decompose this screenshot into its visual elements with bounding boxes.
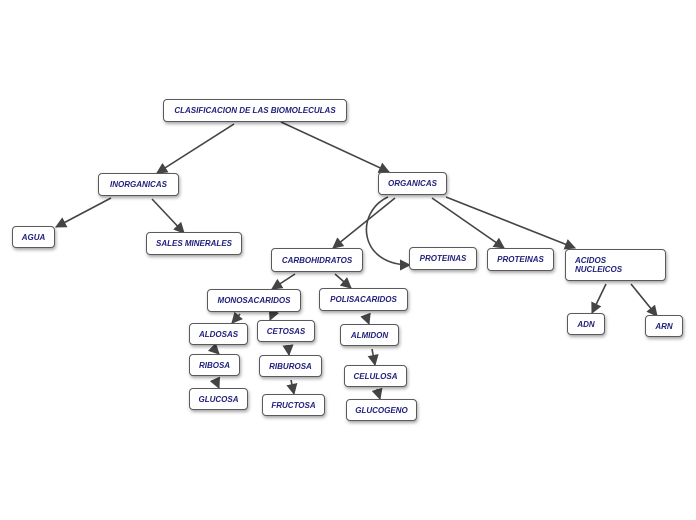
edge-ribosa-glucosa xyxy=(209,376,221,390)
node-ribosa[interactable]: RIBOSA xyxy=(189,354,240,376)
edge-aldosas-ribosa xyxy=(207,342,220,355)
edge-almidon-celulosa xyxy=(367,348,379,367)
edge-organicas-carbohidratos xyxy=(332,197,396,249)
node-agua[interactable]: AGUA xyxy=(12,226,55,248)
edge-carbohidratos-monosacaridos xyxy=(271,273,296,290)
edge-organicas-proteinas1 xyxy=(365,196,412,271)
node-inorganicas[interactable]: INORGANICAS xyxy=(98,173,179,196)
edge-inorganicas-agua xyxy=(55,197,112,228)
node-carbohidratos[interactable]: CARBOHIDRATOS xyxy=(271,248,363,272)
edge-celulosa-glucogeno xyxy=(371,387,383,401)
node-aldosas[interactable]: ALDOSAS xyxy=(189,323,248,345)
edge-inorganicas-sales xyxy=(151,198,185,234)
edge-monosacaridos-aldosas xyxy=(231,311,243,324)
edge-root-organicas xyxy=(280,121,391,173)
node-celulosa[interactable]: CELULOSA xyxy=(344,365,407,387)
edge-cetosas-riburosa xyxy=(282,344,294,357)
node-proteinas-1[interactable]: PROTEINAS xyxy=(409,247,477,270)
edge-root-inorganicas xyxy=(156,123,235,174)
edge-riburosa-fructosa xyxy=(286,379,298,396)
node-fructosa[interactable]: FRUCTOSA xyxy=(262,394,325,416)
node-polisacaridos[interactable]: POLISACARIDOS xyxy=(319,288,408,311)
edge-acidos-arn xyxy=(630,283,658,317)
node-glucogeno[interactable]: GLUCOGENO xyxy=(346,399,417,421)
node-proteinas-2[interactable]: PROTEINAS xyxy=(487,248,554,271)
edge-organicas-acidos xyxy=(445,196,577,250)
node-organicas[interactable]: ORGANICAS xyxy=(378,172,447,195)
node-cetosas[interactable]: CETOSAS xyxy=(257,320,315,342)
edge-carbohidratos-polisacaridos xyxy=(334,273,352,289)
node-arn[interactable]: ARN xyxy=(645,315,683,337)
node-sales-minerales[interactable]: SALES MINERALES xyxy=(146,232,242,255)
node-root[interactable]: CLASIFICACION DE LAS BIOMOLECULAS xyxy=(163,99,347,122)
node-glucosa[interactable]: GLUCOSA xyxy=(189,388,248,410)
node-monosacaridos[interactable]: MONOSACARIDOS xyxy=(207,289,301,312)
edge-monosacaridos-cetosas xyxy=(268,308,280,322)
node-adn[interactable]: ADN xyxy=(567,313,605,335)
node-acidos-nucleicos[interactable]: ACIDOS NUCLEICOS xyxy=(565,249,666,281)
edge-polisacaridos-almidon xyxy=(360,312,371,326)
edge-acidos-adn xyxy=(591,283,607,315)
node-riburosa[interactable]: RIBUROSA xyxy=(259,355,322,377)
node-almidon[interactable]: ALMIDON xyxy=(340,324,399,346)
edge-organicas-proteinas2 xyxy=(431,197,505,249)
